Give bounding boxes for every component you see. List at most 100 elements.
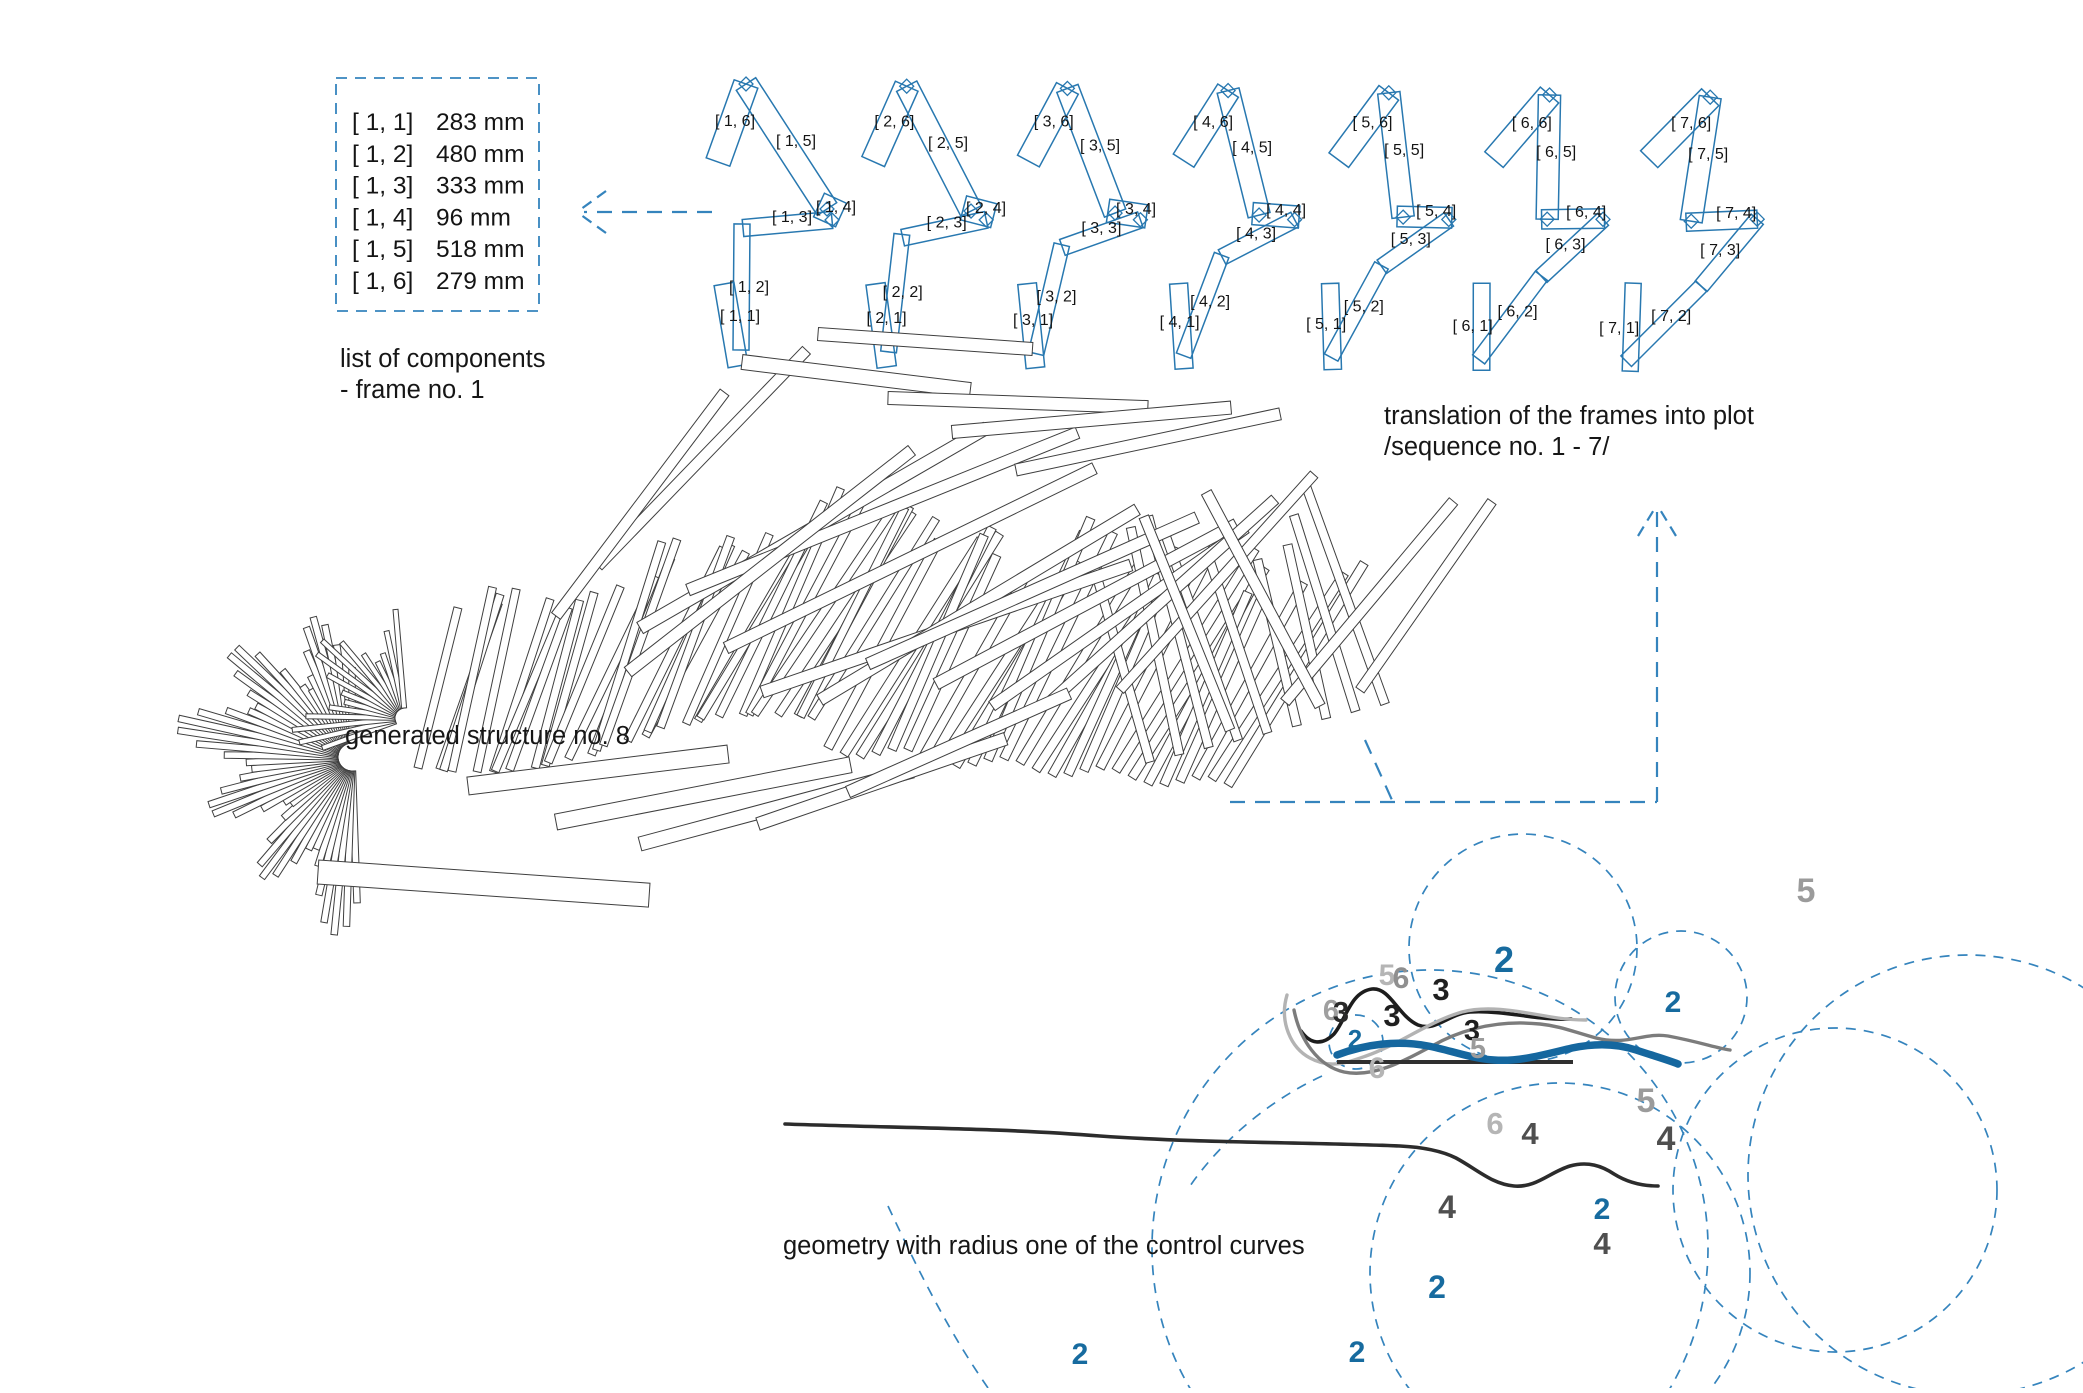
- frame: [ 5, 1][ 5, 2][ 5, 3][ 5, 4][ 5, 5][ 5, …: [1306, 84, 1457, 371]
- frame-bar-label: [ 1, 6]: [715, 113, 755, 130]
- frame-bar-label: [ 3, 6]: [1034, 114, 1074, 131]
- control-curve-blue: [1333, 1039, 1682, 1068]
- structure-slat: [1138, 514, 1236, 733]
- structure-slat: [550, 388, 730, 620]
- structure-slat: [598, 537, 682, 748]
- frame-bar-label: [ 4, 4]: [1266, 202, 1306, 219]
- frame-joint-icon: [1251, 207, 1268, 224]
- control-curve-lightgray: [1282, 993, 1588, 1066]
- geometry-number: 6: [1369, 1052, 1386, 1085]
- geometry-number: 6: [1393, 962, 1410, 995]
- frame-joint-icon: [1286, 211, 1303, 228]
- frame-bar: [1175, 251, 1230, 360]
- geometry-number: 2: [1348, 1024, 1362, 1054]
- frame-bar-label: [ 2, 5]: [928, 135, 968, 152]
- frame-bar-label: [ 4, 5]: [1232, 140, 1272, 157]
- component-list-caption-line1: list of components: [340, 345, 546, 373]
- generated-structure: [176, 326, 1497, 936]
- frame-bar: [1621, 282, 1642, 373]
- component-row-id: [ 1, 2]: [352, 141, 413, 168]
- control-curve-black: [1299, 987, 1573, 1044]
- up-arrow-head: [1637, 507, 1656, 537]
- frame-bar-label: [ 7, 4]: [1716, 205, 1756, 222]
- structure-slat: [1200, 489, 1326, 710]
- frame-joint-icon: [1107, 205, 1123, 221]
- frame-bar-label: [ 5, 3]: [1391, 231, 1431, 248]
- geometry-number: 5: [1637, 1082, 1656, 1120]
- structure-slat: [816, 326, 1034, 357]
- structure-slat: [1159, 589, 1253, 788]
- frame-bar-label: [ 2, 3]: [927, 215, 967, 232]
- structure-caption: generated structure no. 8: [345, 722, 630, 750]
- frame-bar: [741, 210, 834, 238]
- component-row-id: [ 1, 4]: [352, 204, 413, 231]
- frame-bar-label: [ 6, 1]: [1453, 318, 1493, 335]
- frame-bar: [1105, 198, 1149, 229]
- frame-bar-label: [ 4, 1]: [1160, 314, 1200, 331]
- component-row-value: 333 mm: [436, 173, 525, 200]
- frame-bar-label: [ 1, 3]: [772, 209, 812, 226]
- frame-bar-label: [ 1, 4]: [816, 199, 856, 216]
- geometry-circle: [1408, 833, 1638, 1063]
- frame-joint-icon: [1539, 211, 1556, 228]
- frame-bar-label: [ 1, 5]: [776, 133, 816, 150]
- frame-bar: [1679, 94, 1722, 224]
- frame-joint-icon: [1749, 211, 1766, 228]
- frame-bar-label: [ 6, 2]: [1497, 303, 1537, 320]
- geometry-circle: [1672, 1027, 1998, 1353]
- frame-joint-icon: [963, 203, 979, 219]
- frame-bar-label: [ 1, 1]: [720, 308, 760, 325]
- frame-bar: [1027, 241, 1071, 357]
- geometry-caption: geometry with radius one of the control …: [783, 1232, 1305, 1260]
- frame-bar: [1694, 213, 1765, 293]
- structure-slat: [543, 584, 625, 765]
- frame-bar: [1055, 83, 1127, 219]
- component-list-caption-line2: - frame no. 1: [340, 376, 485, 404]
- frame-joint-icon: [824, 212, 840, 228]
- frame-bar: [1535, 94, 1562, 221]
- frame-bar: [1540, 208, 1606, 230]
- structure-slat: [593, 345, 812, 571]
- component-row-id: [ 1, 3]: [352, 173, 413, 200]
- frames-sequence: [ 1, 1][ 1, 2][ 1, 3][ 1, 4][ 1, 5][ 1, …: [705, 76, 1766, 373]
- frames-caption-line2: /sequence no. 1 - 7/: [1384, 433, 1610, 461]
- component-row-id: [ 1, 5]: [352, 236, 413, 263]
- geometry-number: 4: [1593, 1226, 1611, 1261]
- frame-joint-icon: [1380, 84, 1397, 101]
- geometry-circle: [1614, 930, 1748, 1064]
- component-row-value: 480 mm: [436, 141, 525, 168]
- frame-joint-icon: [898, 78, 915, 95]
- frame-joint-icon: [819, 201, 835, 217]
- frame-bar: [1016, 281, 1046, 370]
- structure-slat: [1125, 525, 1185, 757]
- geometry-number: 2: [1072, 1338, 1089, 1371]
- structure-slat: [1355, 498, 1497, 694]
- frame-bar-label: [ 7, 1]: [1599, 320, 1639, 337]
- frame-bar-label: [ 3, 4]: [1116, 201, 1156, 218]
- geometry-number: 5: [1797, 872, 1816, 910]
- geometry-number: 4: [1438, 1189, 1456, 1225]
- structure-slat: [553, 756, 853, 831]
- geometry-number: 4: [1657, 1120, 1676, 1158]
- frame-joint-icon: [1440, 211, 1457, 228]
- frame-bar-label: [ 7, 5]: [1688, 146, 1728, 163]
- frame-bar: [1320, 282, 1343, 371]
- geometry-circle: [1369, 1082, 1751, 1393]
- component-row-value: 96 mm: [436, 204, 511, 231]
- structure-slat: [714, 499, 829, 719]
- frame-bar: [732, 223, 751, 351]
- component-row-value: 279 mm: [436, 268, 525, 295]
- frame-bar: [1472, 282, 1491, 372]
- frame: [ 3, 1][ 3, 2][ 3, 3][ 3, 4][ 3, 5][ 3, …: [1013, 80, 1156, 370]
- frame-bar: [705, 78, 759, 168]
- frame-bar-label: [ 2, 6]: [874, 113, 914, 130]
- structure-slat: [887, 532, 989, 752]
- frame-joint-icon: [1132, 211, 1149, 228]
- left-arrow-head: [576, 211, 607, 234]
- structure-slat: [722, 462, 1098, 655]
- frame-bar-label: [ 4, 6]: [1193, 114, 1233, 131]
- frame-bar: [1471, 270, 1549, 365]
- structure-slat: [844, 687, 1073, 799]
- up-arrow-head: [1658, 507, 1677, 537]
